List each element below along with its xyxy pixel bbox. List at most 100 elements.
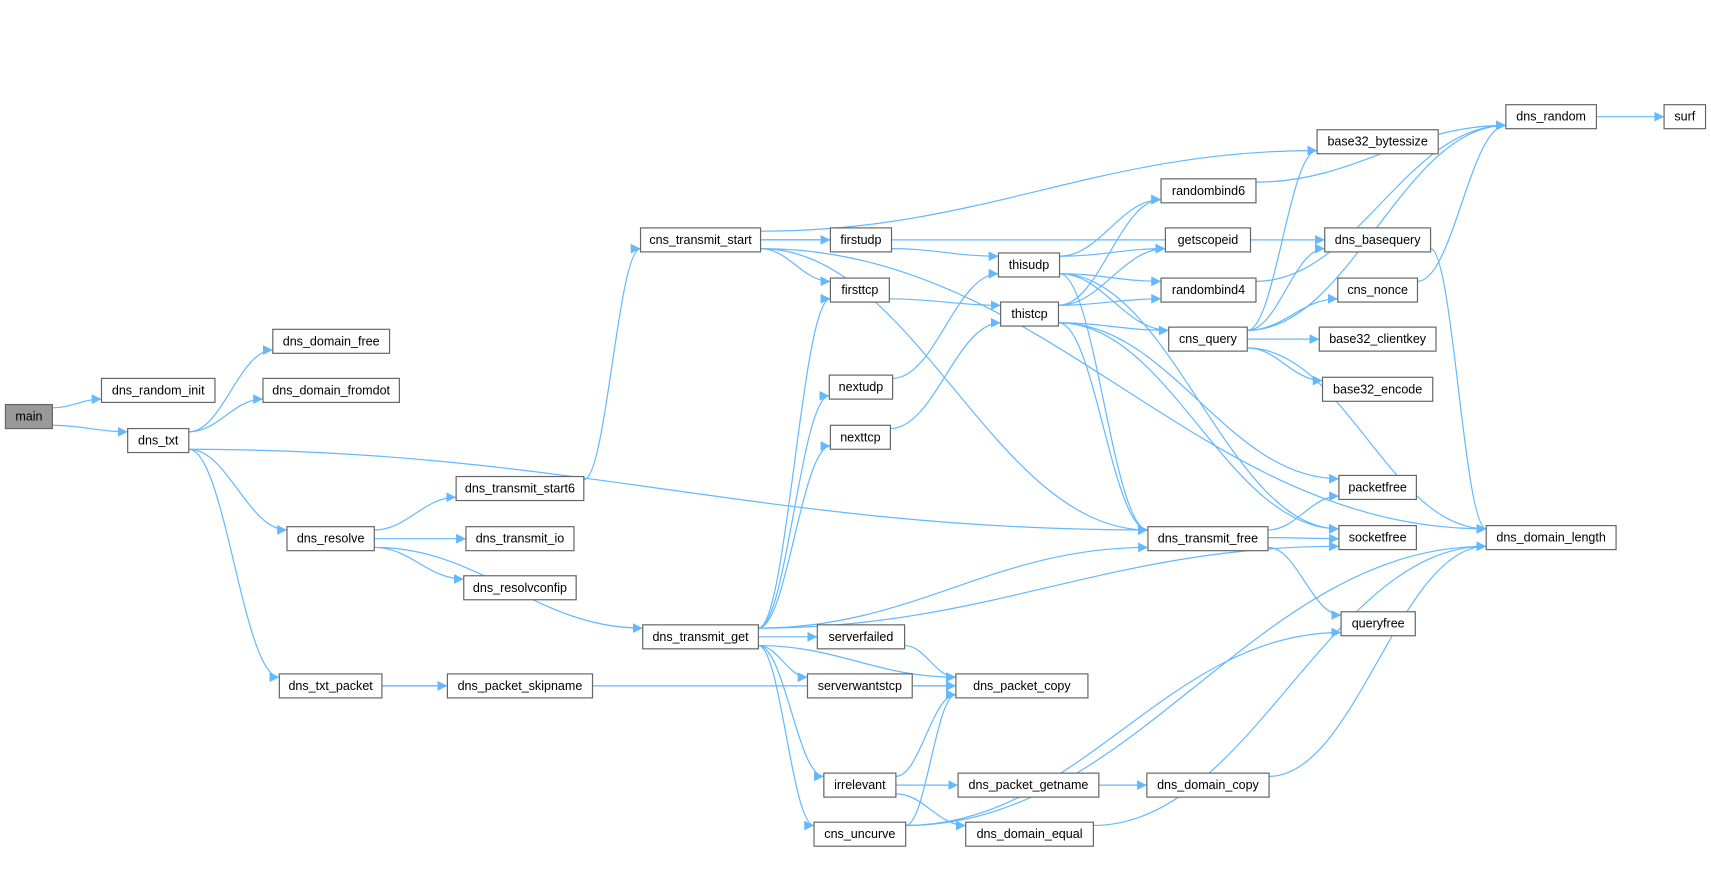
node-getscopeid[interactable]: getscopeid (1164, 227, 1252, 253)
node-firsttcp[interactable]: firsttcp (829, 277, 890, 303)
node-box (816, 624, 906, 650)
node-box (1505, 104, 1598, 130)
node-label: dns_resolve (297, 532, 365, 546)
node-base32_bytessize[interactable]: base32_bytessize (1316, 129, 1439, 155)
node-box (997, 252, 1061, 278)
node-dns_domain_fromdot[interactable]: dns_domain_fromdot (262, 377, 400, 403)
node-box (286, 526, 375, 552)
edge-dns_transmit_get-to-serverwantstcp (758, 644, 808, 683)
node-box (823, 772, 897, 798)
node-label: cns_uncurve (824, 827, 895, 841)
node-dns_domain_equal[interactable]: dns_domain_equal (965, 821, 1094, 847)
node-dns_resolvconfip[interactable]: dns_resolvconfip (463, 575, 577, 601)
edge-dns_transmit_get-to-firsttcp (758, 293, 831, 629)
node-surf[interactable]: surf (1663, 104, 1707, 130)
node-dns_transmit_free[interactable]: dns_transmit_free (1147, 526, 1269, 552)
node-box (957, 772, 1100, 798)
node-label: nextudp (839, 380, 884, 394)
node-box (100, 377, 216, 403)
edge-dns_txt-to-dns_domain_free (188, 345, 273, 433)
node-label: dns_random (1516, 110, 1586, 124)
node-dns_txt[interactable]: dns_txt (127, 427, 190, 454)
node-label: dns_resolvconfip (473, 581, 567, 595)
node-main[interactable]: main (4, 403, 53, 430)
node-label: randombind6 (1172, 184, 1245, 198)
edge-cns_uncurve-to-dns_packet_copy (905, 689, 957, 827)
node-box (829, 424, 892, 450)
nodes: main dns_random_init dns_txt dns_domain_fre… (4, 104, 1707, 847)
node-randombind4[interactable]: randombind4 (1160, 277, 1257, 303)
edge-thistcp-to-randombind4 (1058, 293, 1162, 306)
node-box (639, 227, 762, 253)
node-label: dns_txt (138, 434, 179, 448)
node-dns_random[interactable]: dns_random (1505, 104, 1598, 130)
node-thisudp[interactable]: thisudp (997, 252, 1061, 278)
node-label: dns_domain_copy (1157, 778, 1259, 792)
edge-thistcp-to-packetfree (1058, 322, 1339, 484)
node-dns_transmit_start6[interactable]: dns_transmit_start6 (455, 475, 585, 502)
node-label: nexttcp (840, 430, 880, 444)
node-dns_domain_length[interactable]: dns_domain_length (1485, 525, 1617, 551)
node-box (1338, 525, 1417, 551)
node-dns_basequery[interactable]: dns_basequery (1324, 227, 1432, 253)
node-box (829, 277, 890, 303)
node-box (272, 328, 391, 354)
edge-dns_transmit_free-to-socketfree (1267, 533, 1339, 544)
node-dns_transmit_get[interactable]: dns_transmit_get (642, 624, 759, 650)
node-packetfree[interactable]: packetfree (1338, 474, 1417, 501)
node-box (1318, 326, 1437, 352)
node-thistcp[interactable]: thistcp (1000, 301, 1060, 327)
node-label: surf (1674, 110, 1695, 124)
node-label: cns_nonce (1347, 283, 1408, 297)
node-dns_packet_skipname[interactable]: dns_packet_skipname (446, 673, 594, 699)
node-box (446, 673, 594, 699)
node-dns_packet_getname[interactable]: dns_packet_getname (957, 772, 1100, 798)
edge-irrelevant-to-dns_domain_equal (895, 793, 966, 831)
node-dns_transmit_io[interactable]: dns_transmit_io (465, 526, 575, 552)
node-box (1337, 277, 1419, 303)
node-dns_random_init[interactable]: dns_random_init (100, 377, 216, 403)
edge-dns_resolve-to-dns_resolvconfip (374, 546, 464, 584)
node-base32_clientkey[interactable]: base32_clientkey (1318, 326, 1437, 352)
node-dns_packet_copy[interactable]: dns_packet_copy (955, 673, 1089, 699)
node-nextudp[interactable]: nextudp (828, 374, 894, 400)
edge-main-to-dns_random_init (52, 394, 102, 409)
node-cns_query[interactable]: cns_query (1168, 326, 1248, 352)
edge-cns_query-to-cns_nonce (1247, 293, 1338, 332)
edge-cns_uncurve-to-dns_domain_length (905, 541, 1487, 827)
edge-cns_transmit_start-to-base32_bytessize (760, 145, 1318, 232)
node-cns_transmit_start[interactable]: cns_transmit_start (639, 227, 762, 253)
node-serverfailed[interactable]: serverfailed (816, 624, 906, 650)
node-base32_encode[interactable]: base32_encode (1321, 376, 1434, 402)
node-label: dns_transmit_get (652, 630, 749, 644)
edge-nexttcp-to-thistcp (890, 317, 1001, 430)
node-dns_resolve[interactable]: dns_resolve (286, 526, 375, 552)
edge-firstudp-to-thisudp (891, 248, 999, 262)
node-firstudp[interactable]: firstudp (829, 227, 893, 253)
node-randombind6[interactable]: randombind6 (1160, 178, 1257, 204)
node-box (1338, 474, 1417, 501)
node-dns_txt_packet[interactable]: dns_txt_packet (278, 673, 383, 699)
node-label: dns_basequery (1335, 233, 1421, 247)
node-cns_uncurve[interactable]: cns_uncurve (813, 821, 907, 847)
node-cns_nonce[interactable]: cns_nonce (1337, 277, 1419, 303)
node-box (642, 624, 759, 650)
edge-dns_transmit_free-to-packetfree (1267, 491, 1339, 531)
node-socketfree[interactable]: socketfree (1338, 525, 1417, 551)
node-label: firstudp (840, 233, 881, 247)
edge-main-to-dns_txt (52, 424, 128, 437)
node-dns_domain_copy[interactable]: dns_domain_copy (1146, 772, 1270, 798)
node-queryfree[interactable]: queryfree (1340, 611, 1416, 637)
node-irrelevant[interactable]: irrelevant (823, 772, 897, 798)
node-serverwantstcp[interactable]: serverwantstcp (806, 673, 913, 699)
edge-dns_domain_copy-to-dns_domain_length (1269, 541, 1487, 778)
edge-cns_query-to-dns_basequery (1247, 243, 1325, 332)
edge-dns_transmit_get-to-dns_transmit_free (758, 542, 1148, 629)
node-label: serverwantstcp (818, 679, 902, 693)
node-label: base32_clientkey (1329, 332, 1427, 346)
edges (52, 111, 1665, 831)
node-nexttcp[interactable]: nexttcp (829, 424, 892, 450)
edge-thistcp-to-getscopeid (1058, 243, 1166, 306)
node-dns_domain_free[interactable]: dns_domain_free (272, 328, 391, 354)
